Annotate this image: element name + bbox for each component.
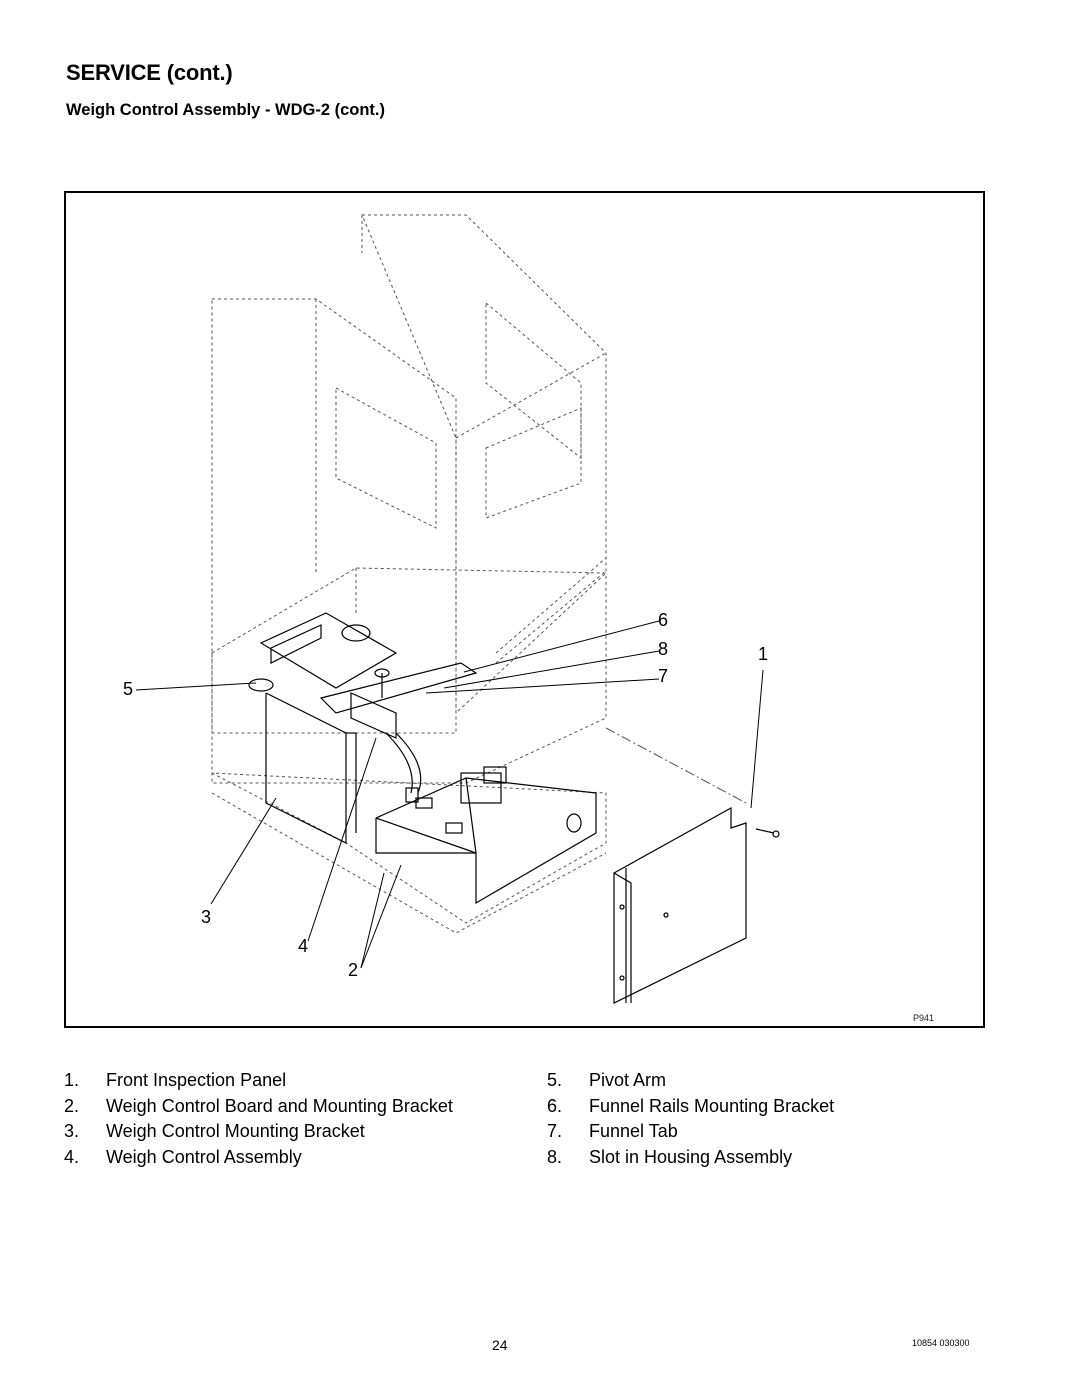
page-number: 24 [492,1337,508,1353]
callout-2: 2 [348,960,359,980]
legend-item: 8. Slot in Housing Assembly [547,1146,793,1167]
leader-lines [135,620,764,969]
document-code: 10854 030300 [912,1338,970,1348]
section-title: Weigh Control Assembly - WDG-2 (cont.) [66,101,386,119]
exploded-diagram [135,214,780,1004]
front-inspection-panel [613,806,780,1004]
pivot-arm-assembly [248,612,597,905]
legend-item: 3. Weigh Control Mounting Bracket [64,1121,365,1141]
legend-item: 1. Front Inspection Panel [64,1070,287,1090]
legend-item: 4. Weigh Control Assembly [64,1146,302,1167]
legend-item: 5. Pivot Arm [547,1070,667,1090]
housing-outline [211,214,747,934]
legend-right: 5. Pivot Arm 6. Funnel Rails Mounting Br… [547,1068,834,1170]
legend-item: 6. Funnel Rails Mounting Bracket [547,1095,835,1116]
legend-left: 1. Front Inspection Panel 2. Weigh Contr… [64,1068,453,1170]
legend-item: 2. Weigh Control Board and Mounting Brac… [64,1095,453,1116]
exploded-view-figure: 6 8 7 1 5 3 4 2 P941 [64,191,985,1028]
callout-6: 6 [658,610,669,630]
callout-4: 4 [298,936,309,956]
callout-7: 7 [658,666,669,686]
page-title: SERVICE (cont.) [66,60,233,85]
figure-code: P941 [913,1013,935,1023]
callout-1: 1 [758,644,769,664]
legend-item: 7. Funnel Tab [547,1121,678,1141]
callout-5: 5 [123,679,134,699]
callout-3: 3 [201,907,212,927]
callout-8: 8 [658,639,669,659]
